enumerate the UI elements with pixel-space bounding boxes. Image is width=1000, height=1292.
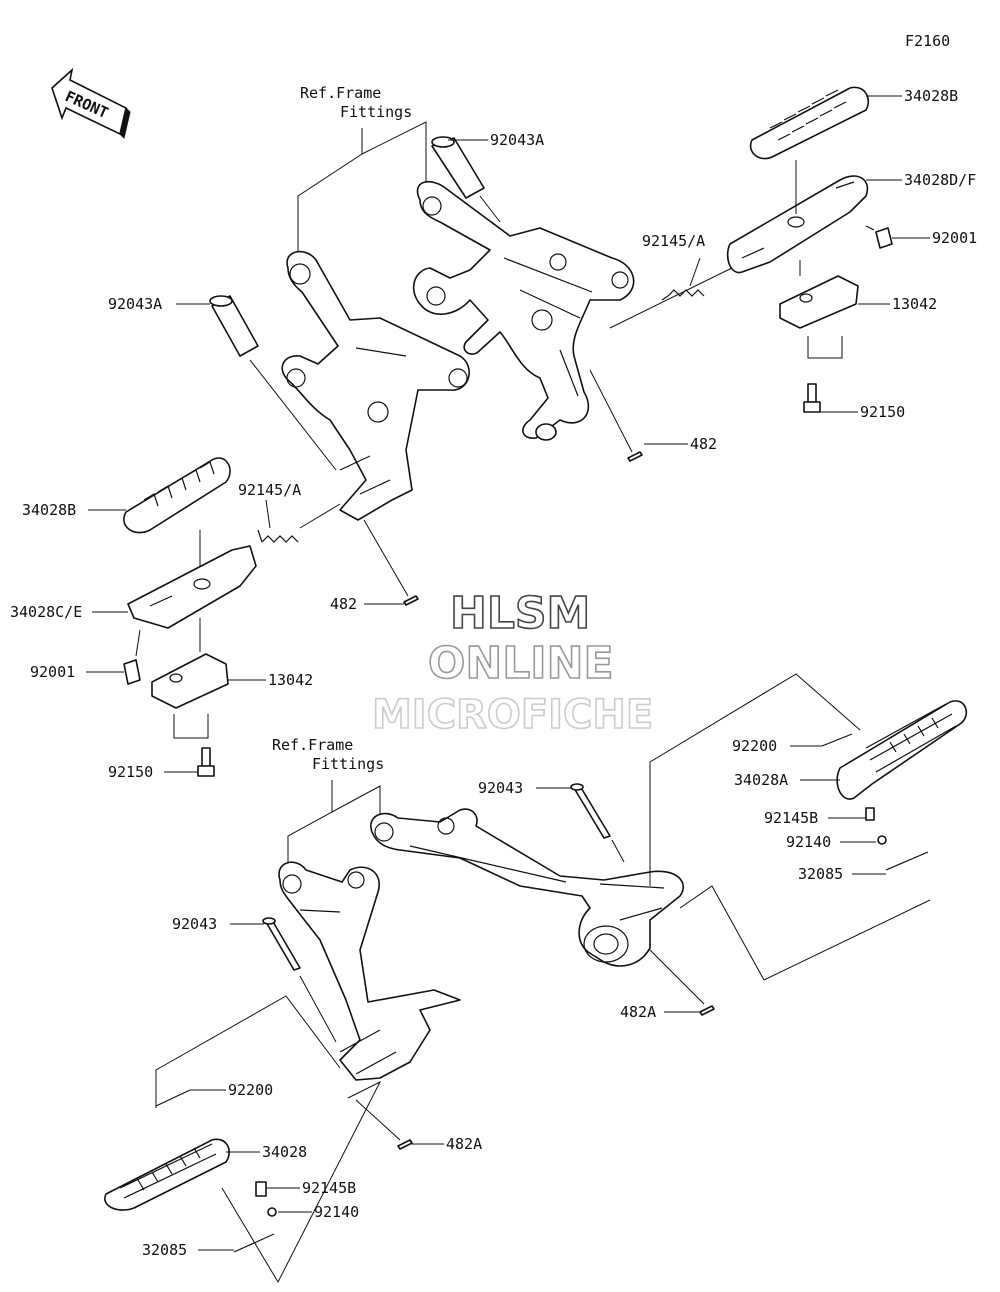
callout-34028B-right: 34028B: [904, 87, 958, 105]
callout-92150-left: 92150: [108, 763, 153, 781]
callout-92043A-top: 92043A: [490, 131, 544, 149]
pin-482-right: [627, 451, 643, 462]
watermark-line2: ONLINE: [428, 638, 614, 689]
callout-92145B-right: 92145B: [764, 809, 818, 827]
plate-32085-left: [233, 1233, 275, 1253]
callout-34028A: 34028A: [734, 771, 788, 789]
spring-92145A-right: [661, 289, 705, 301]
pin-482A-center: [699, 1005, 715, 1016]
ref-frame-upper-leader-left: [297, 128, 363, 258]
callout-482-left: 482: [330, 595, 357, 613]
ref-frame-lower-leader-left: [287, 780, 333, 868]
callout-92001-left: 92001: [30, 663, 75, 681]
screw-92150-left: [197, 747, 215, 777]
watermark-line1: HLSM: [450, 588, 590, 639]
ref-frame-upper-line1: Ref.Frame: [300, 84, 381, 102]
pin-482-left: [403, 595, 419, 606]
pin-92043A-left: [209, 295, 259, 357]
callout-32085-left: 32085: [142, 1241, 187, 1259]
callout-92145A-left: 92145/A: [238, 481, 301, 499]
ref-frame-lower-leader-right: [331, 785, 381, 818]
callout-92140-right: 92140: [786, 833, 831, 851]
pin-92043-center: [570, 783, 611, 839]
figure-code: F2160: [905, 32, 950, 50]
ref-frame-upper-leader-right: [361, 121, 427, 182]
callout-92150-right: 92150: [860, 403, 905, 421]
callout-34028DF: 34028D/F: [904, 171, 976, 189]
callout-92140-left: 92140: [314, 1203, 359, 1221]
footpeg-holder-34028CE: [127, 545, 257, 629]
spring-92145B-right: [865, 807, 875, 821]
front-arrow-icon: FRONT: [51, 67, 131, 139]
plate-32085-right: [885, 851, 929, 871]
pin-92200-right: [821, 733, 853, 747]
spring-92145A-left: [257, 529, 299, 543]
footpeg-34028B-left: [123, 457, 231, 534]
ref-frame-upper-line2: Fittings: [340, 103, 412, 121]
callout-92043-left: 92043: [172, 915, 217, 933]
lower-left-bracket: [278, 861, 461, 1081]
callout-92145B-left: 92145B: [302, 1179, 356, 1197]
bolt-92001-left: [123, 659, 141, 685]
callout-92200-left: 92200: [228, 1081, 273, 1099]
plate-13042-right: [779, 275, 859, 329]
pin-92200-left: [155, 1089, 191, 1107]
footpeg-34028A-right: [836, 700, 968, 800]
callout-13042-left: 13042: [268, 671, 313, 689]
watermark-line3: MICROFICHE: [372, 692, 653, 738]
callout-92145A-right: 92145/A: [642, 232, 705, 250]
footpeg-34028B-right: [749, 86, 870, 160]
callout-92200-right: 92200: [732, 737, 777, 755]
pin-92043-left: [262, 917, 301, 971]
plate-13042-left: [151, 653, 229, 709]
callout-34028CE: 34028C/E: [10, 603, 82, 621]
upper-right-bracket: [412, 181, 635, 441]
callout-34028B-left: 34028B: [22, 501, 76, 519]
ref-frame-lower-line2: Fittings: [312, 755, 384, 773]
ball-92140-left: [267, 1207, 277, 1217]
callout-482A-left: 482A: [446, 1135, 482, 1153]
footpeg-holder-34028DF: [726, 175, 869, 274]
upper-left-bracket: [281, 250, 470, 521]
callout-32085-right: 32085: [798, 865, 843, 883]
callout-92001-right: 92001: [932, 229, 977, 247]
spring-92145B-left: [255, 1181, 267, 1197]
ref-frame-lower-line1: Ref.Frame: [272, 736, 353, 754]
callout-482A-center: 482A: [620, 1003, 656, 1021]
callout-13042-right: 13042: [892, 295, 937, 313]
callout-92043A-left: 92043A: [108, 295, 162, 313]
lower-right-bracket: [370, 808, 684, 967]
pin-482A-left: [397, 1139, 413, 1150]
callout-34028: 34028: [262, 1143, 307, 1161]
footpeg-34028-left: [104, 1138, 230, 1211]
bolt-92001-right: [865, 225, 893, 249]
callout-92043-center: 92043: [478, 779, 523, 797]
screw-92150-right: [803, 383, 821, 413]
callout-482-right: 482: [690, 435, 717, 453]
ball-92140-right: [877, 835, 887, 845]
